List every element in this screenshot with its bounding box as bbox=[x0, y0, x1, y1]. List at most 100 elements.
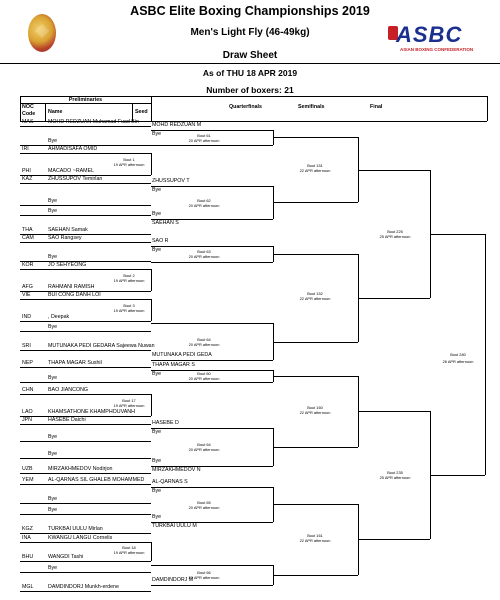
bracket-line bbox=[151, 542, 152, 561]
bout-number: Bout 66 bbox=[197, 570, 211, 575]
header-code: Code bbox=[22, 111, 36, 117]
bout-number: Bout 17 bbox=[122, 398, 136, 403]
boxer-name: Bye bbox=[48, 198, 58, 204]
boxer-name: , Deepak bbox=[48, 314, 70, 320]
bout-date: 19 APR afternoon bbox=[113, 549, 145, 555]
bout-date: 22 APR afternoon bbox=[299, 409, 331, 415]
bout-date: 20 APR afternoon bbox=[188, 341, 220, 347]
bracket-line bbox=[20, 331, 151, 332]
bracket-line bbox=[20, 416, 151, 417]
country-code: JPN bbox=[22, 417, 33, 423]
bracket-line bbox=[273, 342, 358, 343]
boxer-count: Number of boxers: 21 bbox=[206, 85, 294, 95]
bout-number: Bout 60 bbox=[197, 371, 211, 376]
bracket-line bbox=[20, 458, 151, 459]
fighter-name: MOHD REDZUAN M bbox=[152, 122, 202, 128]
country-code: BHU bbox=[22, 554, 34, 560]
bracket-line bbox=[20, 242, 151, 243]
bracket-line bbox=[20, 215, 151, 216]
country-code: CHN bbox=[22, 387, 34, 393]
country-code: IRI bbox=[22, 146, 29, 152]
bracket-line bbox=[151, 466, 273, 467]
bracket-line bbox=[151, 153, 152, 175]
header-final: Final bbox=[370, 104, 383, 110]
bracket-line bbox=[430, 475, 485, 476]
bracket-line bbox=[20, 350, 151, 351]
bracket-line bbox=[151, 323, 273, 324]
bracket-line bbox=[151, 219, 273, 220]
bout-number: Bout 63 bbox=[197, 249, 211, 254]
bracket-line bbox=[20, 441, 151, 442]
bracket-line bbox=[20, 367, 151, 368]
bracket-line bbox=[20, 153, 151, 154]
bracket-line bbox=[20, 291, 151, 292]
bracket-line bbox=[20, 424, 151, 425]
bout-number: Bout 225 bbox=[387, 229, 403, 234]
header-name: Name bbox=[48, 109, 63, 115]
championship-logo bbox=[28, 14, 56, 52]
bracket-line bbox=[151, 299, 152, 321]
event-title: Men's Light Fly (46-49kg) bbox=[190, 27, 310, 38]
boxer-name: RAHMANI RAMISH bbox=[48, 284, 95, 290]
boxer-name: BUI CONG DANH LOI bbox=[48, 292, 101, 298]
boxing-glove-icon bbox=[388, 26, 398, 40]
boxer-name: BAO JIANCONG bbox=[48, 387, 89, 393]
bracket-line bbox=[151, 269, 152, 291]
bracket-line bbox=[151, 130, 273, 131]
bracket-line bbox=[273, 202, 358, 203]
country-code: MGL bbox=[22, 584, 34, 590]
bout-number: Bout 152 bbox=[307, 291, 323, 296]
bout-date: 19 APR afternoon bbox=[113, 308, 145, 313]
bracket-line bbox=[151, 145, 273, 146]
boxer-name: Bye bbox=[48, 138, 58, 144]
bracket-line bbox=[20, 572, 151, 573]
boxer-name: Bye bbox=[48, 208, 58, 214]
bracket-line bbox=[430, 234, 485, 235]
bracket-line bbox=[20, 503, 151, 504]
header-noc: NOC bbox=[22, 104, 34, 110]
fighter-name: SAEHAN S bbox=[152, 220, 179, 226]
boxer-name: AHMADISAFA OMID bbox=[48, 146, 98, 152]
bracket-line bbox=[273, 137, 358, 138]
bracket-line bbox=[20, 145, 151, 146]
country-code: NEP bbox=[22, 360, 33, 366]
page-title: ASBC Elite Boxing Championships 2019 bbox=[130, 4, 370, 18]
bracket-line bbox=[358, 170, 430, 171]
bracket-line bbox=[20, 473, 151, 474]
bout-date: 22 APR afternoon bbox=[299, 537, 331, 543]
bracket-line bbox=[20, 561, 151, 562]
bracket-line bbox=[20, 269, 151, 270]
bout-number: Bout 235 bbox=[387, 470, 403, 475]
as-of-date: As of THU 18 APR 2019 bbox=[202, 68, 298, 78]
bout-date: 20 APR afternoon bbox=[188, 137, 220, 143]
bout-date: 20 APR afternoon bbox=[188, 504, 220, 510]
bracket-line bbox=[151, 394, 152, 416]
bracket-line bbox=[20, 205, 151, 206]
boxer-name: JO SEHYEONG bbox=[48, 262, 87, 268]
header-seed: Seed bbox=[135, 109, 148, 115]
fighter-name: ZHUSSUPOV T bbox=[152, 178, 190, 184]
boxer-name: ZHUSSUPOV Temirlan bbox=[48, 176, 103, 182]
bracket-line bbox=[358, 539, 430, 540]
bracket-line bbox=[20, 183, 151, 184]
fighter-name: Bye bbox=[152, 458, 162, 464]
boxer-name: Bye bbox=[48, 451, 58, 457]
sheet-title: Draw Sheet bbox=[222, 50, 278, 61]
bout-date: 20 APR afternoon bbox=[188, 575, 220, 580]
bracket-line bbox=[20, 321, 151, 322]
bracket-line bbox=[151, 382, 273, 383]
fighter-name: Bye bbox=[152, 187, 162, 193]
fighter-name: MUTUNAKA PEDI GEDA bbox=[152, 352, 212, 358]
fighter-name: Bye bbox=[152, 488, 162, 494]
bracket-line bbox=[151, 487, 273, 488]
bout-date: 19 APR afternoon bbox=[113, 278, 145, 283]
header-preliminaries: Preliminaries bbox=[68, 97, 103, 103]
bout-number: Bout 64 bbox=[197, 336, 211, 342]
bout-number: Bout 161 bbox=[307, 532, 323, 538]
bracket-line bbox=[20, 175, 151, 176]
bracket-line bbox=[151, 370, 273, 371]
bracket-line bbox=[20, 126, 151, 127]
asbc-logo: ASBC ASIAN BOXING CONFEDERATION bbox=[388, 22, 480, 56]
bout-number: Bout 1 bbox=[123, 157, 135, 162]
country-code: IND bbox=[22, 314, 32, 320]
